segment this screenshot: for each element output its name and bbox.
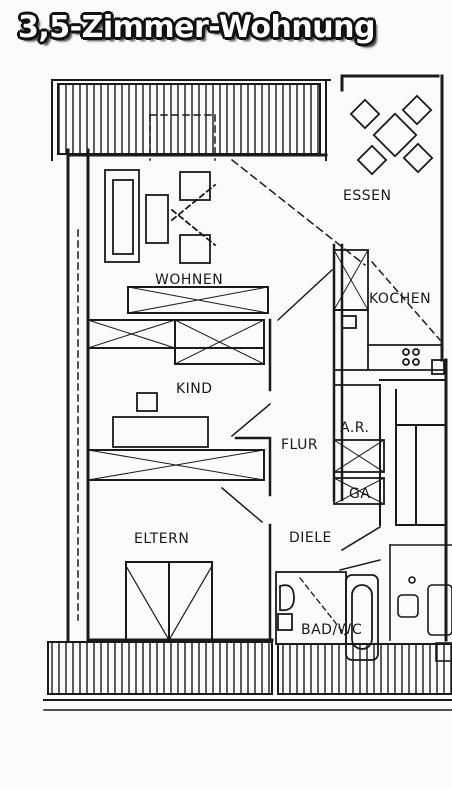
right-stairwell <box>379 379 447 526</box>
top-balcony <box>51 79 331 161</box>
label-ga: GA <box>349 486 370 502</box>
wall-wohnen-kind <box>87 286 269 365</box>
label-flur: FLUR <box>281 437 318 453</box>
neighbour-furniture <box>389 544 452 662</box>
label-essen: ESSEN <box>343 188 391 204</box>
kitchen-units <box>333 249 445 375</box>
label-kochen: KOCHEN <box>369 291 431 307</box>
label-bad-wc: BAD/WC <box>301 622 362 638</box>
window-openings <box>77 114 216 621</box>
essen-dining-set <box>349 94 434 176</box>
page-title: 3,5-Zimmer-Wohnung <box>18 10 375 45</box>
label-kind: KIND <box>176 381 213 397</box>
storage-units <box>333 384 385 505</box>
bathroom-fixtures <box>275 559 381 661</box>
room-labels: ESSEN WOHNEN KOCHEN KIND FLUR A.R. GA EL… <box>134 188 431 638</box>
label-wohnen: WOHNEN <box>155 272 223 288</box>
diele-door <box>340 525 382 552</box>
outer-walls <box>66 74 448 642</box>
label-diele: DIELE <box>289 530 332 546</box>
kind-furniture <box>112 392 209 448</box>
bottom-balcony <box>43 641 452 711</box>
wall-kind-eltern <box>87 449 265 481</box>
open-space-divider <box>230 158 367 267</box>
label-eltern: ELTERN <box>134 531 189 547</box>
label-ar: A.R. <box>340 420 369 436</box>
wohnen-furniture <box>104 169 217 264</box>
eltern-bed <box>125 561 213 641</box>
